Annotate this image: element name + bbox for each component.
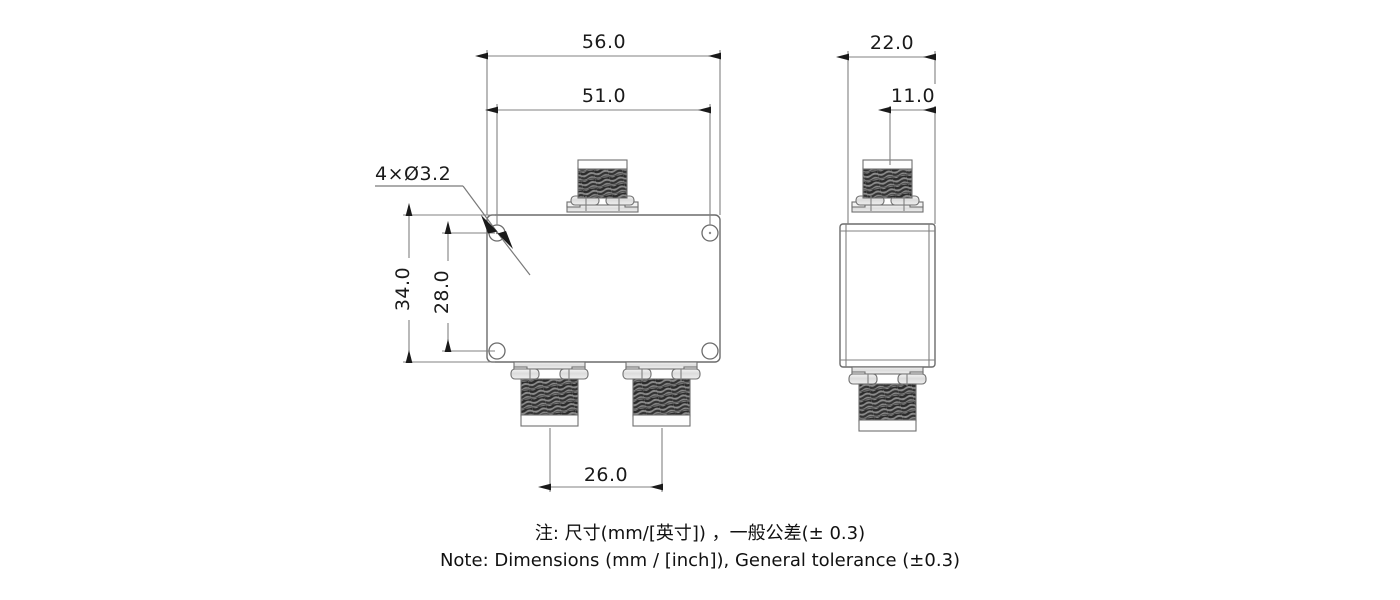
front-view-dimensions: 56.0 51.0 34.0 28.0 26.0 [375, 30, 722, 492]
side-body-outline [839, 223, 936, 368]
mounting-hole-bottom-right [701, 342, 719, 360]
connector-thread-barrel [520, 378, 579, 417]
dim-label-hole-pitch-height: 28.0 [431, 270, 453, 314]
hole-callout: 4×Ø3.2 [375, 163, 531, 276]
front-body-outline [486, 214, 721, 363]
dim-label-hole-callout: 4×Ø3.2 [375, 163, 451, 185]
connector-flange-left [622, 368, 652, 380]
connector-tip [858, 419, 917, 432]
dim-label-side-connector-offset: 11.0 [891, 85, 935, 107]
connector-flange-right [559, 368, 589, 380]
callout-arrow-lower [497, 231, 513, 249]
notes-block: 注: 尺寸(mm/[英寸]) ，一般公差(± 0.3) Note: Dimens… [440, 523, 960, 571]
connector-base-plate [625, 361, 698, 370]
connector-base-plate [851, 204, 924, 213]
side-view-dimensions: 22.0 11.0 [835, 31, 944, 224]
note-chinese: 注: 尺寸(mm/[英寸]) ，一般公差(± 0.3) [535, 523, 865, 544]
connector-base-plate [513, 361, 586, 370]
dim-text-bg-28 [437, 261, 459, 323]
connector-flange-right [671, 368, 701, 380]
mounting-hole-center-mark-tr [708, 231, 712, 235]
connector-flange-right [897, 373, 927, 385]
dim-text-bg-51 [573, 84, 635, 106]
dim-label-overall-height: 34.0 [392, 267, 414, 311]
connector-tip [862, 159, 913, 170]
connector-thread-barrel [577, 167, 628, 199]
note-english: Note: Dimensions (mm / [inch]), General … [440, 550, 960, 571]
side-bottom-connector [848, 366, 927, 432]
front-bottom-connector-left [510, 361, 589, 427]
connector-base-plate [851, 366, 924, 375]
connector-thread-barrel [632, 378, 691, 417]
callout-leader-tail [502, 239, 531, 276]
front-top-connector [566, 159, 639, 213]
dim-label-connector-pitch: 26.0 [584, 464, 628, 486]
side-view [839, 159, 936, 432]
connector-tip [577, 159, 628, 170]
dim-text-bg-26 [575, 463, 637, 485]
dim-label-overall-width: 56.0 [582, 31, 626, 53]
callout-arrow-upper [481, 215, 498, 234]
connector-thread-barrel [862, 167, 913, 199]
side-top-connector [851, 159, 924, 213]
front-view [486, 159, 721, 427]
dim-text-bg-11 [882, 84, 944, 106]
front-bottom-connector-right [622, 361, 701, 427]
connector-flange-left [510, 368, 540, 380]
connector-base-plate [566, 204, 639, 213]
connector-tip [520, 414, 579, 427]
connector-tip [632, 414, 691, 427]
dim-text-bg-56 [573, 30, 635, 52]
dim-label-hole-pitch-width: 51.0 [582, 85, 626, 107]
connector-flange-left [848, 373, 878, 385]
dim-label-side-depth: 22.0 [870, 32, 914, 54]
dim-text-bg-34 [398, 258, 420, 320]
dim-text-bg-22 [861, 31, 923, 53]
connector-thread-barrel [858, 383, 917, 422]
